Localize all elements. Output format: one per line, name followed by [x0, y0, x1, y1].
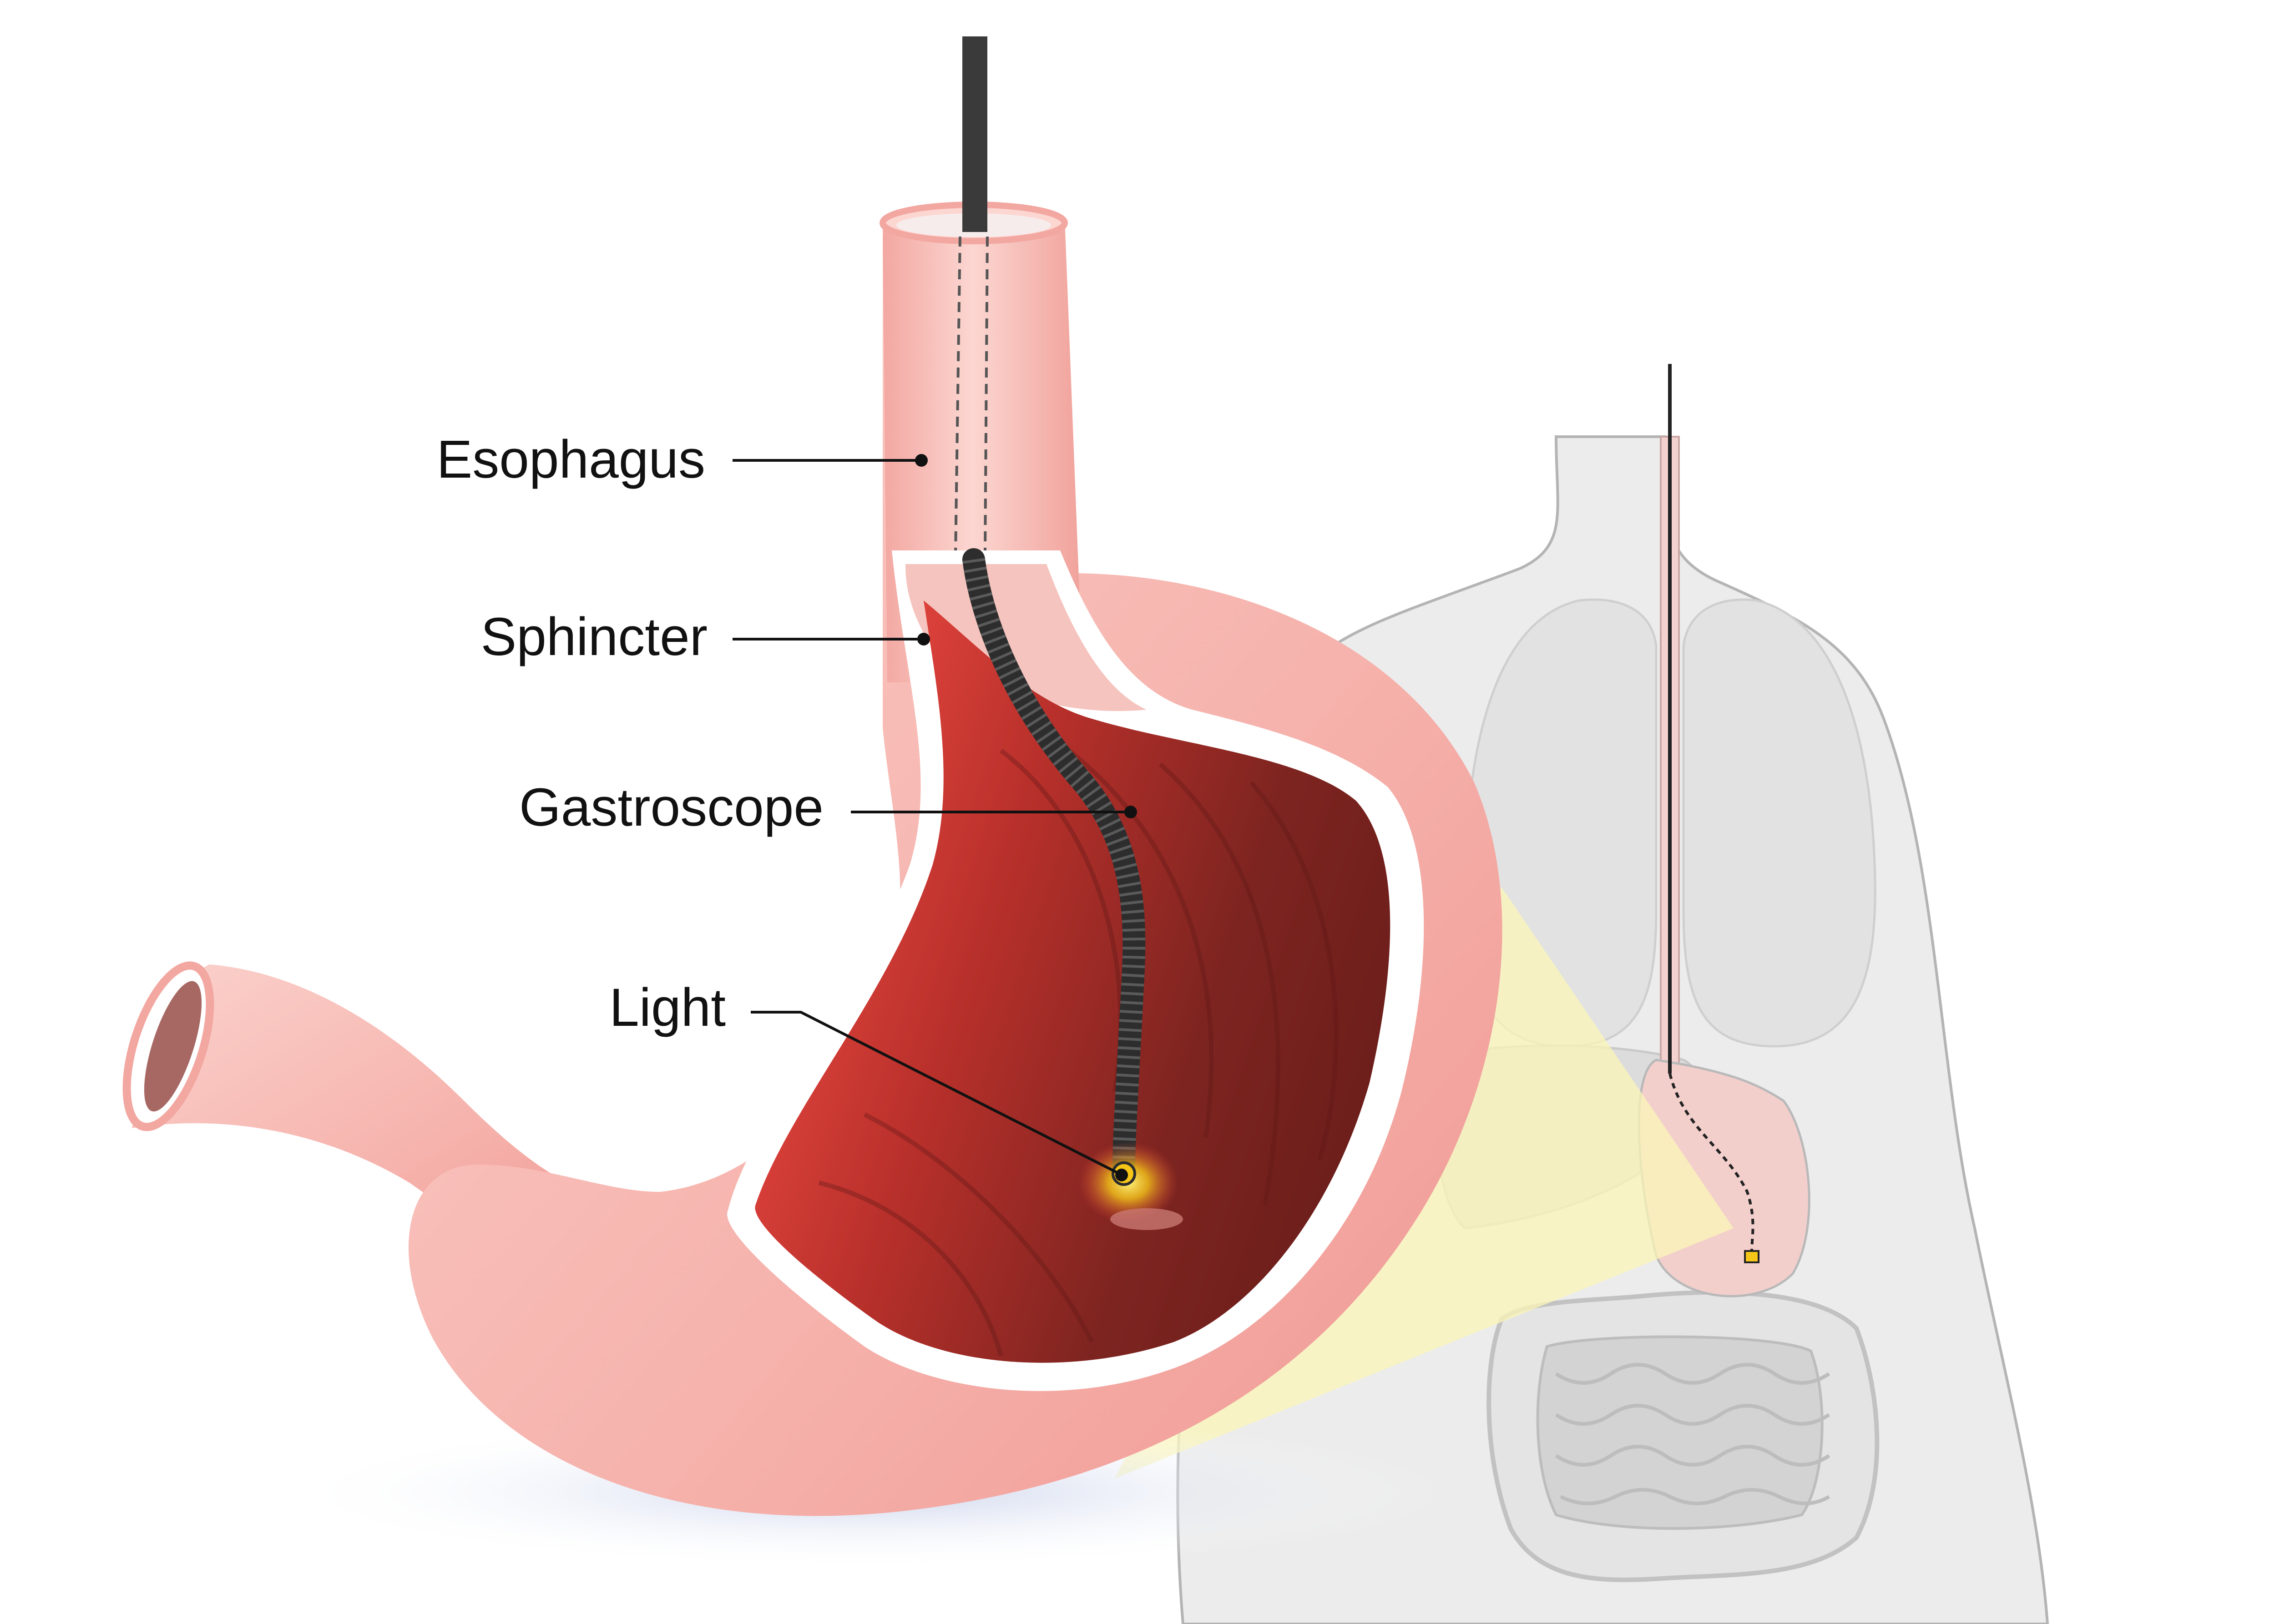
sphincter-fold	[905, 564, 1147, 711]
gastric-folds	[818, 749, 1339, 1357]
stomach-interior	[755, 600, 1390, 1363]
gastroscope-shaft	[962, 36, 987, 232]
light-leader	[751, 1011, 1120, 1175]
gastroscope-label: Gastroscope	[519, 777, 824, 837]
annotations: Esophagus Sphincter Gastroscope Light	[437, 429, 1137, 1181]
body-scope-tip	[1744, 1250, 1759, 1263]
small-intestine	[1536, 1335, 1824, 1530]
esophagus-label: Esophagus	[437, 429, 705, 489]
sphincter-label: Sphincter	[480, 607, 708, 667]
stomach	[122, 36, 1502, 1516]
light-label: Light	[609, 978, 726, 1038]
right-lung	[1682, 598, 1876, 1048]
scope-inside-esophagus	[954, 236, 989, 555]
